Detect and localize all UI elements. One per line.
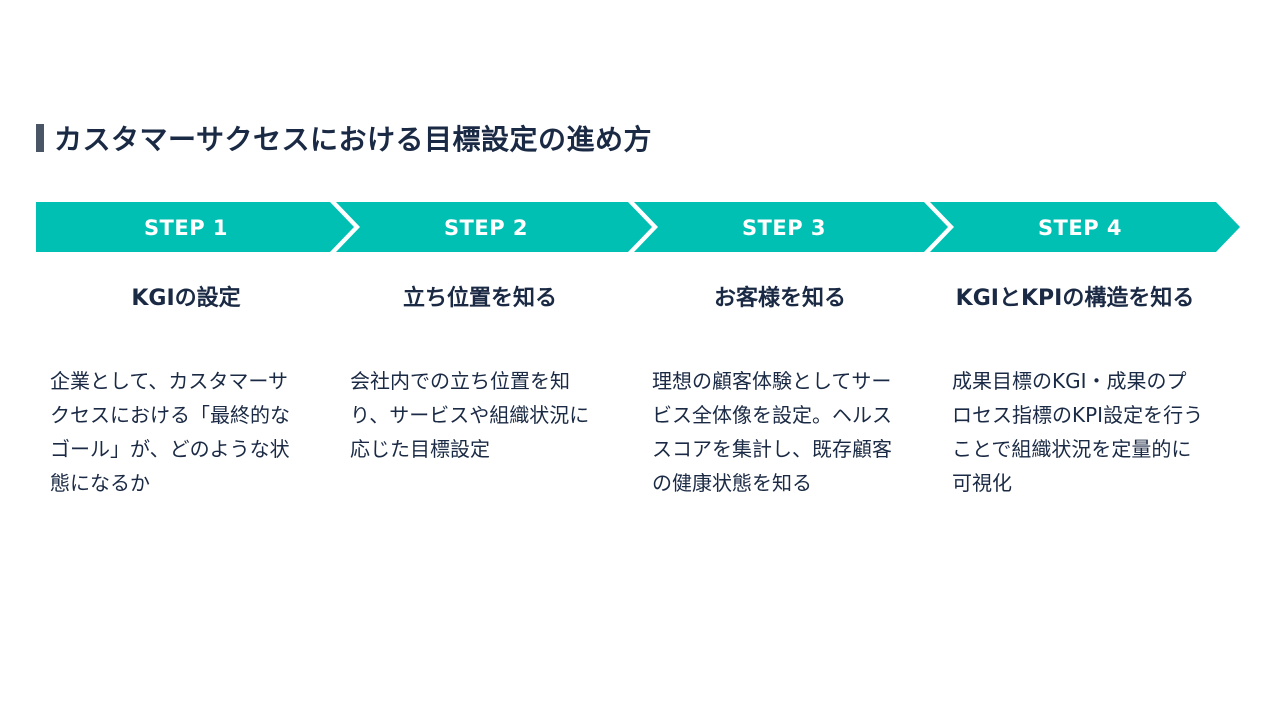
page-title-block: カスタマーサクセスにおける目標設定の進め方 xyxy=(36,118,652,158)
step-1-description: 企業として、カスタマーサクセスにおける「最終的なゴール」が、どのような状態になる… xyxy=(50,369,290,495)
title-accent-bar xyxy=(36,124,44,152)
step-3-label: STEP 3 xyxy=(741,216,827,240)
step-2-description: 会社内での立ち位置を知り、サービスや組織状況に応じた目標設定 xyxy=(350,369,590,461)
step-1-arrow xyxy=(36,202,354,252)
step-4-label: STEP 4 xyxy=(1037,216,1123,240)
step-2-label: STEP 2 xyxy=(443,216,529,240)
step-2-heading: 立ち位置を知る xyxy=(402,286,557,311)
step-2-arrow xyxy=(336,202,652,252)
step-3-arrow xyxy=(634,202,948,252)
step-4-description: 成果目標のKGI・成果のプロセス指標のKPI設定を行うことで組織状況を定量的に可… xyxy=(952,369,1204,495)
page-title: カスタマーサクセスにおける目標設定の進め方 xyxy=(54,123,652,156)
step-3-description: 理想の顧客体験としてサービス全体像を設定。ヘルススコアを集計し、既存顧客の健康状… xyxy=(652,369,892,495)
step-1-heading: KGIの設定 xyxy=(131,286,241,311)
step-4-heading: KGIとKPIの構造を知る xyxy=(955,286,1195,311)
step-4-arrow xyxy=(930,202,1240,252)
step-1-label: STEP 1 xyxy=(143,216,229,240)
step-3-heading: お客様を知る xyxy=(713,286,846,311)
